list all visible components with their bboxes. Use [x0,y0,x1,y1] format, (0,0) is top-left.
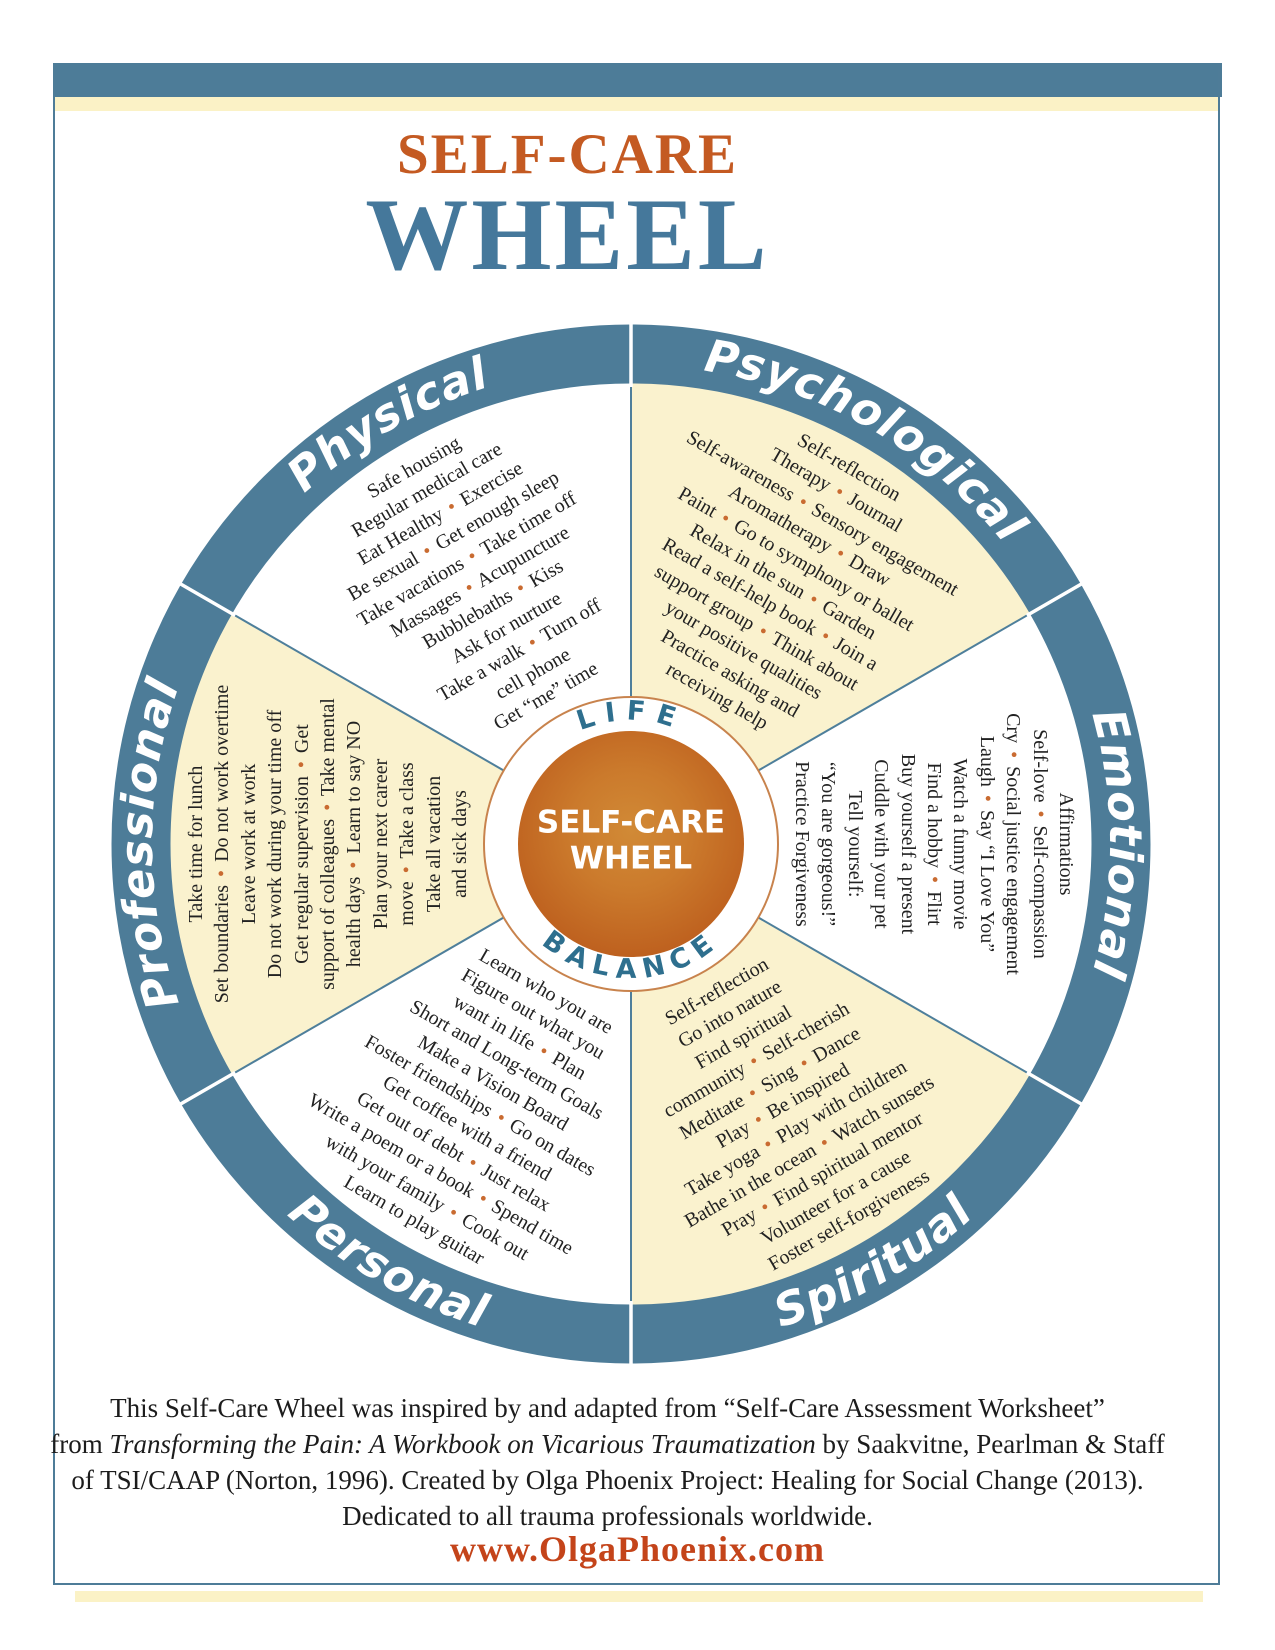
segment-line: Leave work at work [237,763,260,925]
rim-divider [178,581,237,618]
rim-divider [1025,581,1084,618]
segment-wedge [230,844,631,1306]
footer-yellow-bar [75,1591,1203,1602]
segment-wedge [230,382,631,844]
segment-line: Plan your next career [369,758,392,930]
segment-line: Do not work during your time off [264,709,287,979]
page-border-frame [53,63,1220,1585]
segment-wedge [631,613,1093,1075]
hub-label: SELF-CARE WHEEL [536,804,726,877]
footer-line2: from Transforming the Pain: A Workbook o… [50,1428,1165,1459]
header-yellow-bar [55,97,1220,111]
segment-line: Laugh • Say “I Love You” [975,735,998,953]
rim-divider [1025,1070,1084,1107]
footer-line1: This Self-Care Wheel was inspired by and… [110,1393,1105,1423]
hub-line2: WHEEL [569,840,693,877]
footer-line4: Dedicated to all trauma professionals wo… [342,1500,873,1531]
segment-line: Buy yourself a present [896,753,919,935]
segment-wedge [169,613,631,1075]
segment-line: and sick days [448,790,471,898]
segment-line: Cry • Social justice engagement [1002,713,1025,975]
hub-line1: SELF-CARE [536,804,726,841]
segment-line: move • Take a class [395,762,418,926]
segment-line: support of colleagues • Take mental [316,698,339,990]
segment-line: Take all vacation [422,775,445,913]
segment-line: Watch a funny movie [949,758,972,930]
page-title: SELF-CARE WHEEL [0,123,1205,292]
header-blue-bar [53,63,1222,97]
segment-line: Find a hobby • Flirt [923,762,946,926]
segment-line: Get regular supervision • Get [290,724,313,964]
rim-divider [178,1070,237,1107]
footer-line3: of TSI/CAAP (Norton, 1996). Created by O… [71,1464,1144,1495]
title-wheel: WHEEL [365,178,770,292]
segment-line: Take time for lunch [184,765,207,923]
hub-circle [518,731,744,957]
segment-line: health days • Learn to say NO [343,720,366,968]
segment-wedge [631,382,1032,844]
segment-line: Set boundaries • Do not work overtime [211,684,234,1004]
title-self-care: SELF-CARE [396,123,739,186]
book-title: Transforming the Pain: A Workbook on Vic… [109,1428,816,1459]
segment-wedge [631,844,1032,1306]
website-url: www.OlgaPhoenix.com [450,1529,825,1569]
segment-line: Affirmations [1055,792,1078,896]
segment-line: Cuddle with your pet [870,759,893,929]
attribution-footer: This Self-Care Wheel was inspired by and… [0,1391,1245,1535]
segment-line: Self-love • Self-compassion [1028,729,1051,959]
